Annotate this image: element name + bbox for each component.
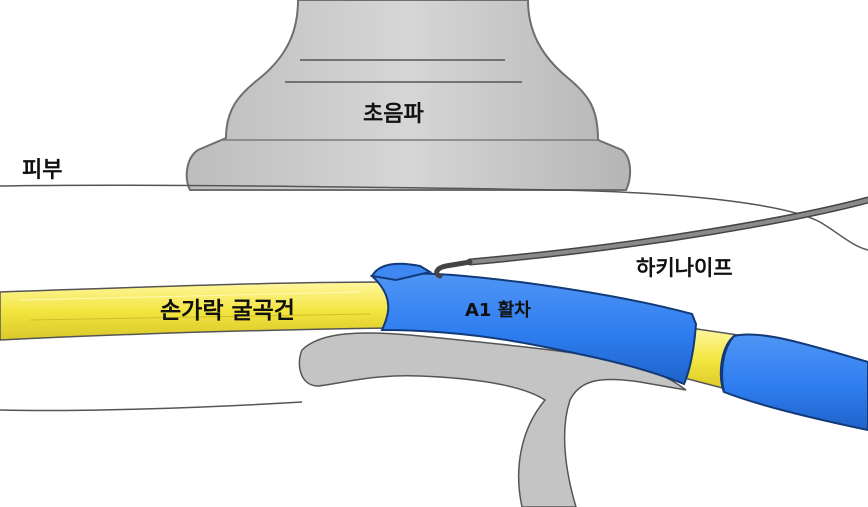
skin-line xyxy=(0,184,868,251)
a1-pulley-label: A1 활차 xyxy=(465,300,531,321)
ultrasound-probe xyxy=(185,0,632,191)
flexor-tendon-label: 손가락 굴곡건 xyxy=(160,298,295,324)
hook-knife-label: 하키나이프 xyxy=(636,256,733,280)
ultrasound-probe-label: 초음파 xyxy=(363,102,424,127)
soft-tissue-line xyxy=(0,401,303,412)
skin-label: 피부 xyxy=(22,158,63,183)
a1-pulley-sheath xyxy=(369,262,868,432)
bone-structure xyxy=(298,332,687,507)
hook-knife xyxy=(434,196,868,279)
